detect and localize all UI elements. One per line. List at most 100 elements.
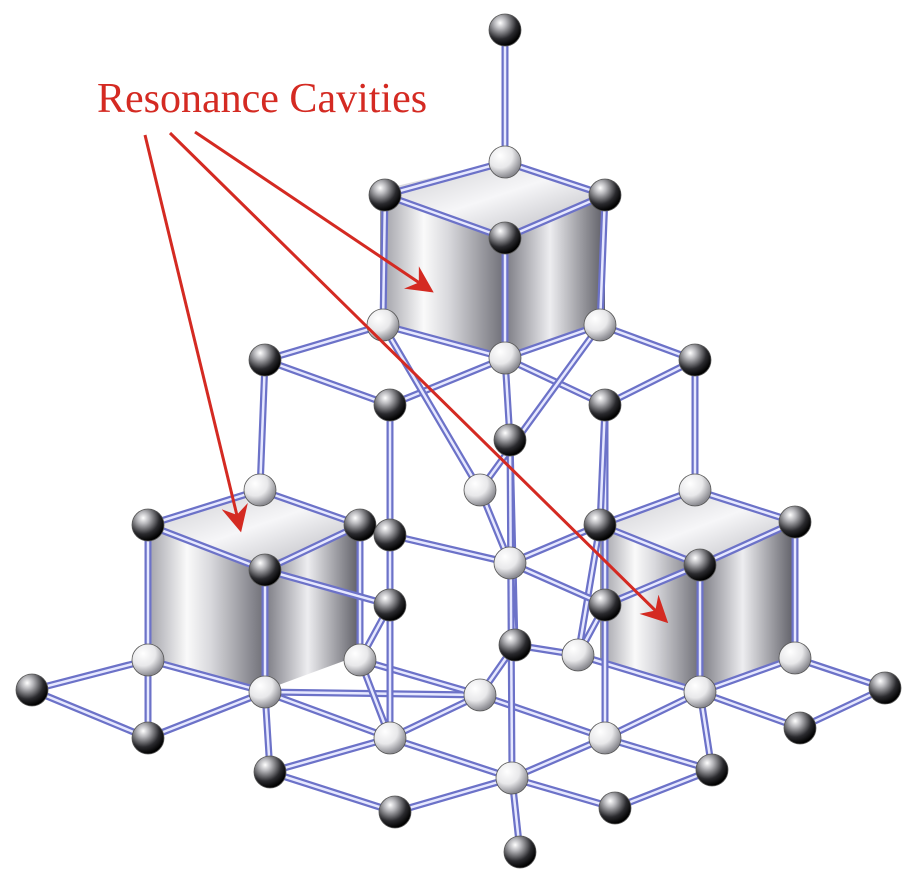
rod-highlight-m4-r1: [598, 404, 607, 526]
node-l6: [343, 643, 377, 677]
node-m1: [248, 343, 282, 377]
rod-highlight-t1-t3: [504, 160, 606, 197]
rod-highlight-m8-r1: [599, 488, 696, 527]
node-h3: [503, 835, 537, 869]
node-t5: [366, 308, 400, 342]
rod-highlight-l4-c1: [389, 533, 511, 565]
node-t6: [583, 308, 617, 342]
arrow-to-right-cavity: [168, 131, 669, 624]
node-c4: [498, 628, 532, 662]
arrow-to-top-cavity: [194, 130, 434, 293]
left-cavity-right-face: [265, 525, 360, 690]
rod-highlight-l6-f3: [359, 658, 481, 697]
rod-highlight-r2-r3: [699, 520, 796, 567]
node-apex: [488, 13, 522, 47]
rod-highlight-m1-m3: [264, 358, 391, 407]
rod-highlight-l1-l2: [147, 523, 266, 572]
node-f8: [588, 721, 622, 755]
node-t3: [588, 178, 622, 212]
node-f6: [131, 721, 165, 755]
rod-highlight-c2-l2: [264, 568, 391, 607]
rod-highlight-f4-f9: [699, 690, 801, 730]
rod-highlight-l5-f2: [147, 658, 266, 694]
node-r1: [583, 508, 617, 542]
node-t2: [368, 178, 402, 212]
rod-highlight-t2-t4: [384, 193, 506, 240]
node-g1: [253, 755, 287, 789]
rod-highlight-t5-t7: [382, 323, 506, 360]
right-cavity-right-face: [700, 525, 795, 690]
node-r3: [683, 548, 717, 582]
node-m5: [493, 423, 527, 457]
annotation-arrows: [143, 130, 669, 624]
rod-highlight-c3-r3: [604, 563, 701, 607]
rod-highlight-g2-h2: [511, 776, 616, 810]
node-m2: [678, 343, 712, 377]
rod-highlight-g3-h2: [614, 768, 713, 810]
node-g2: [495, 761, 529, 795]
rod-highlight-r5-f4: [699, 656, 796, 694]
rod-highlight-f7-g1: [269, 736, 391, 774]
rod-highlight-f3-f8: [479, 693, 606, 740]
top-cavity-left-face: [380, 190, 505, 355]
node-l2: [248, 553, 282, 587]
rod-highlight-f8-g2: [511, 736, 606, 780]
rod-highlight-m2-m4: [604, 358, 696, 407]
rod-highlight-c1-c3: [509, 561, 606, 607]
rod-highlight-f1-f6: [31, 688, 149, 740]
rod-highlight-t1-t2: [384, 160, 506, 197]
rod-highlight-r1-r3: [599, 523, 701, 567]
rod-highlight-m1-m6: [258, 359, 267, 491]
node-l1: [131, 508, 165, 542]
rod-highlight-r4-f4: [577, 653, 701, 694]
rod-highlight-m5-g2: [508, 439, 514, 779]
rod-highlight-t3-t4: [504, 193, 606, 240]
node-t7: [488, 341, 522, 375]
node-r4: [561, 638, 595, 672]
rod-highlight-t6-m2: [599, 323, 696, 362]
node-t4: [488, 221, 522, 255]
rod-highlight-m6-l3: [259, 488, 361, 527]
node-l5: [131, 643, 165, 677]
arrow-to-left-cavity: [143, 134, 248, 533]
rod-highlight-t5-m7: [381, 324, 482, 491]
node-c1: [493, 546, 527, 580]
rod-highlight-t7-m3: [389, 356, 506, 407]
rod-highlight-l3-l2: [264, 523, 361, 572]
rod-highlight-f2-f7: [264, 690, 391, 740]
node-g3: [695, 753, 729, 787]
rod-highlight-t6-t7: [504, 323, 601, 360]
lattice-nodes: [15, 13, 902, 869]
node-m8: [678, 473, 712, 507]
node-f7: [373, 721, 407, 755]
rod-highlight-f6-f2: [147, 690, 266, 740]
node-l4: [373, 518, 407, 552]
node-f4: [683, 675, 717, 709]
node-l3: [343, 508, 377, 542]
rod-highlight-m6-l1: [147, 488, 261, 527]
rod-highlight-f4-f8: [604, 690, 701, 740]
rod-highlight-f3-f7: [389, 693, 481, 740]
node-c3: [588, 588, 622, 622]
node-m6: [243, 473, 277, 507]
top-cavity-right-face: [505, 195, 605, 355]
node-f3: [463, 678, 497, 712]
rod-highlight-g1-h1: [269, 770, 396, 814]
left-cavity-left-face: [145, 525, 265, 690]
rod-highlight-t6-m7: [478, 324, 602, 491]
rod-highlight-g2-h1: [394, 776, 513, 814]
node-f1: [15, 673, 49, 707]
node-c2: [373, 588, 407, 622]
node-r5: [778, 641, 812, 675]
node-t1: [488, 145, 522, 179]
node-f2: [248, 675, 282, 709]
rod-highlight-r1-r4: [576, 524, 602, 656]
node-f5: [868, 671, 902, 705]
rod-highlight-t5-m1: [264, 323, 384, 362]
node-h2: [598, 791, 632, 825]
rod-highlight-f8-g3: [604, 736, 713, 772]
node-f9: [783, 711, 817, 745]
node-m7: [463, 473, 497, 507]
rod-highlight-f7-g2: [389, 736, 513, 780]
